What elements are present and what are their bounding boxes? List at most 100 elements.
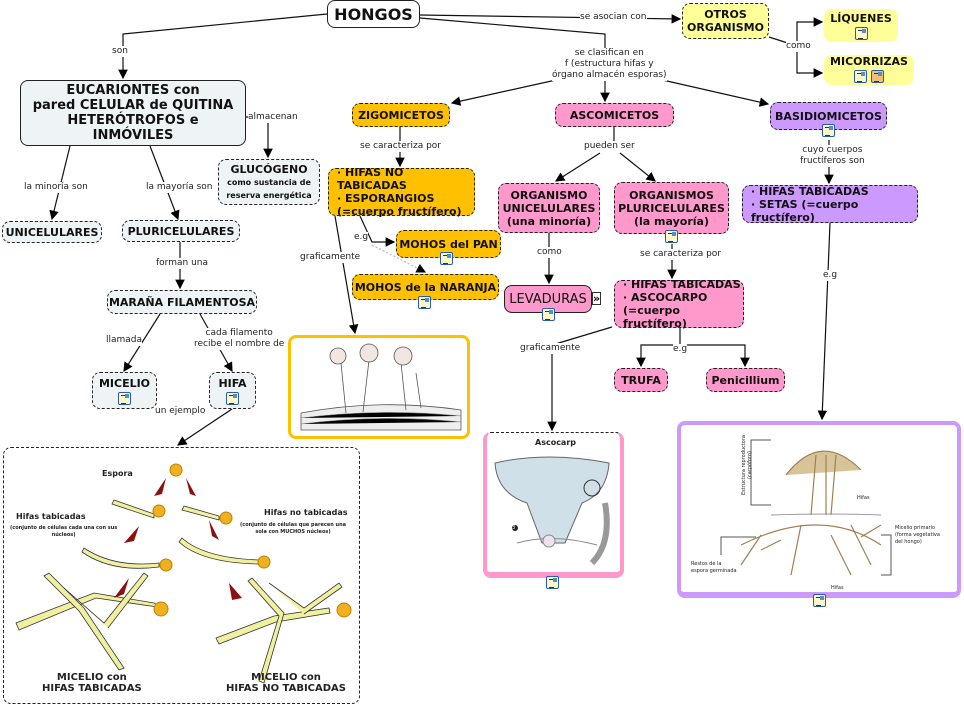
caption-line: MICELIO con [56,672,127,683]
link-label: se asocian con [580,12,647,23]
node-basidiomicetos[interactable]: BASIDIOMICETOS [770,102,887,130]
node-label: ZIGOMICETOS [358,108,444,122]
node-label: ORGANISMO [510,188,588,202]
node-label: · SETAS (=cuerpo fructífero) [751,197,859,224]
image-basidiomicetos[interactable]: Estructura reproductora(carpóforo) Hifas… [677,421,961,598]
node-micelio[interactable]: MICELIO [92,372,157,409]
link-label: son [112,46,128,57]
node-label: ASCOMICETOS [569,108,660,122]
node-micorrizas[interactable]: MICORRIZAS [824,55,914,85]
link-label: graficamente [300,252,361,263]
hifas-illustration [15,463,352,684]
caption-line: espora germinada [691,568,737,574]
resource-icon[interactable] [822,124,835,137]
node-ascomicetos[interactable]: ASCOMICETOS [555,103,674,127]
node-label: pared CELULAR de QUITINA [32,98,234,113]
image-zigomicetos[interactable] [288,335,470,439]
caption-line: (forma vegetativa [895,532,940,538]
node-trufa[interactable]: TRUFA [614,368,668,392]
node-label: MARAÑA FILAMENTOSA [108,295,256,309]
node-label: (la mayoría) [634,214,709,228]
resource-icon[interactable] [870,69,884,83]
node-label: ORGANISMO [687,21,764,34]
resource-icon[interactable] [542,308,555,321]
label-ascocarp: Ascocarp [535,438,577,447]
node-label: · HIFAS TABICADAS [751,184,869,198]
caption-line: HIFAS TABICADAS [42,683,142,694]
resource-icon[interactable] [418,296,431,309]
link-label: un ejemplo [155,406,206,417]
link-label: e.g [823,270,838,281]
label-espora: Espora [102,469,133,478]
node-basidio-features[interactable]: · HIFAS TABICADAS· SETAS (=cuerpo fructí… [742,184,918,224]
node-penicillium[interactable]: Penicillium [706,368,785,392]
expand-icon[interactable]: » [592,292,602,305]
node-sublabel: como sustancia de [227,177,311,187]
node-liquenes[interactable]: LÍQUENES [824,9,898,42]
node-label: · HIFAS TABICADAS [623,278,741,291]
esporangios-illustration [300,343,462,431]
resource-icon[interactable] [813,594,826,607]
link-label: como [786,41,811,52]
resource-icon[interactable] [665,230,678,243]
resource-icon[interactable] [546,576,559,589]
node-zigo-features[interactable]: · HIFAS NO TABICADAS· ESPORANGIOS(=cuerp… [328,166,475,218]
node-label: PLURICELULARES [618,201,725,215]
node-label: (=cuerpo fructífero) [337,205,462,218]
link-label-line: recibe el nombre de [194,339,285,349]
resource-icon[interactable] [226,391,239,405]
resource-icon[interactable] [440,252,453,265]
resource-icon[interactable] [118,391,131,405]
image-hifas-diagram[interactable]: Espora Hifas tabicadas (conjunto de célu… [3,447,360,704]
node-label: INMÓVILES [92,128,174,143]
node-label: UNICELULARES [5,225,99,239]
node-label: MICELIO [98,376,151,390]
desc-line: núcleos) [51,532,76,538]
resource-icon[interactable] [854,69,868,83]
link-label-line: cada filamento [205,328,273,338]
caption-line: Micelio primario [895,525,936,531]
node-label: EUCARIONTES con [66,83,200,98]
desc-line: sola con MUCHOS núcleos) [255,529,331,535]
desc-line: (conjunto de células cada una con sus [10,525,118,531]
node-marana-filamentosa[interactable]: MARAÑA FILAMENTOSA [107,290,257,314]
node-label: LÍQUENES [830,11,892,25]
caption-line: (carpóforo) [747,451,753,479]
node-asco-features[interactable]: · HIFAS TABICADAS· ASCOCARPO(=cuerpo fru… [614,278,744,330]
node-label: PLURICELULARES [127,224,235,238]
node-label: GLUCÓGENO [230,162,308,176]
node-label: BASIDIOMICETOS [775,109,882,123]
node-label: ORGANISMOS [629,188,714,202]
node-label: TRUFA [621,373,661,387]
node-hongos[interactable]: HONGOS [327,0,420,28]
node-label: UNICELULARES [502,201,596,215]
node-label: HIFA [218,376,247,390]
label-estructura: Estructura reproductora(carpóforo) [741,435,753,495]
link-label: la mayoría son [146,182,213,193]
node-sublabel: reserva energética [226,190,312,200]
link-label: almacenan [248,112,298,123]
node-zigomicetos[interactable]: ZIGOMICETOS [352,103,450,127]
node-pluricelulares[interactable]: PLURICELULARES [122,220,240,242]
node-unicelulares[interactable]: UNICELULARES [2,221,102,243]
label-hifas-tabicadas: Hifas tabicadas [16,512,86,521]
resource-icon[interactable] [854,26,868,40]
link-label-line: cuyo cuerpos [802,145,863,155]
link-label: llamada [106,335,143,346]
image-ascocarpo[interactable]: Ascocarp 3 [483,432,624,578]
node-hifa[interactable]: HIFA [209,372,256,409]
node-label: MICORRIZAS [830,54,908,68]
